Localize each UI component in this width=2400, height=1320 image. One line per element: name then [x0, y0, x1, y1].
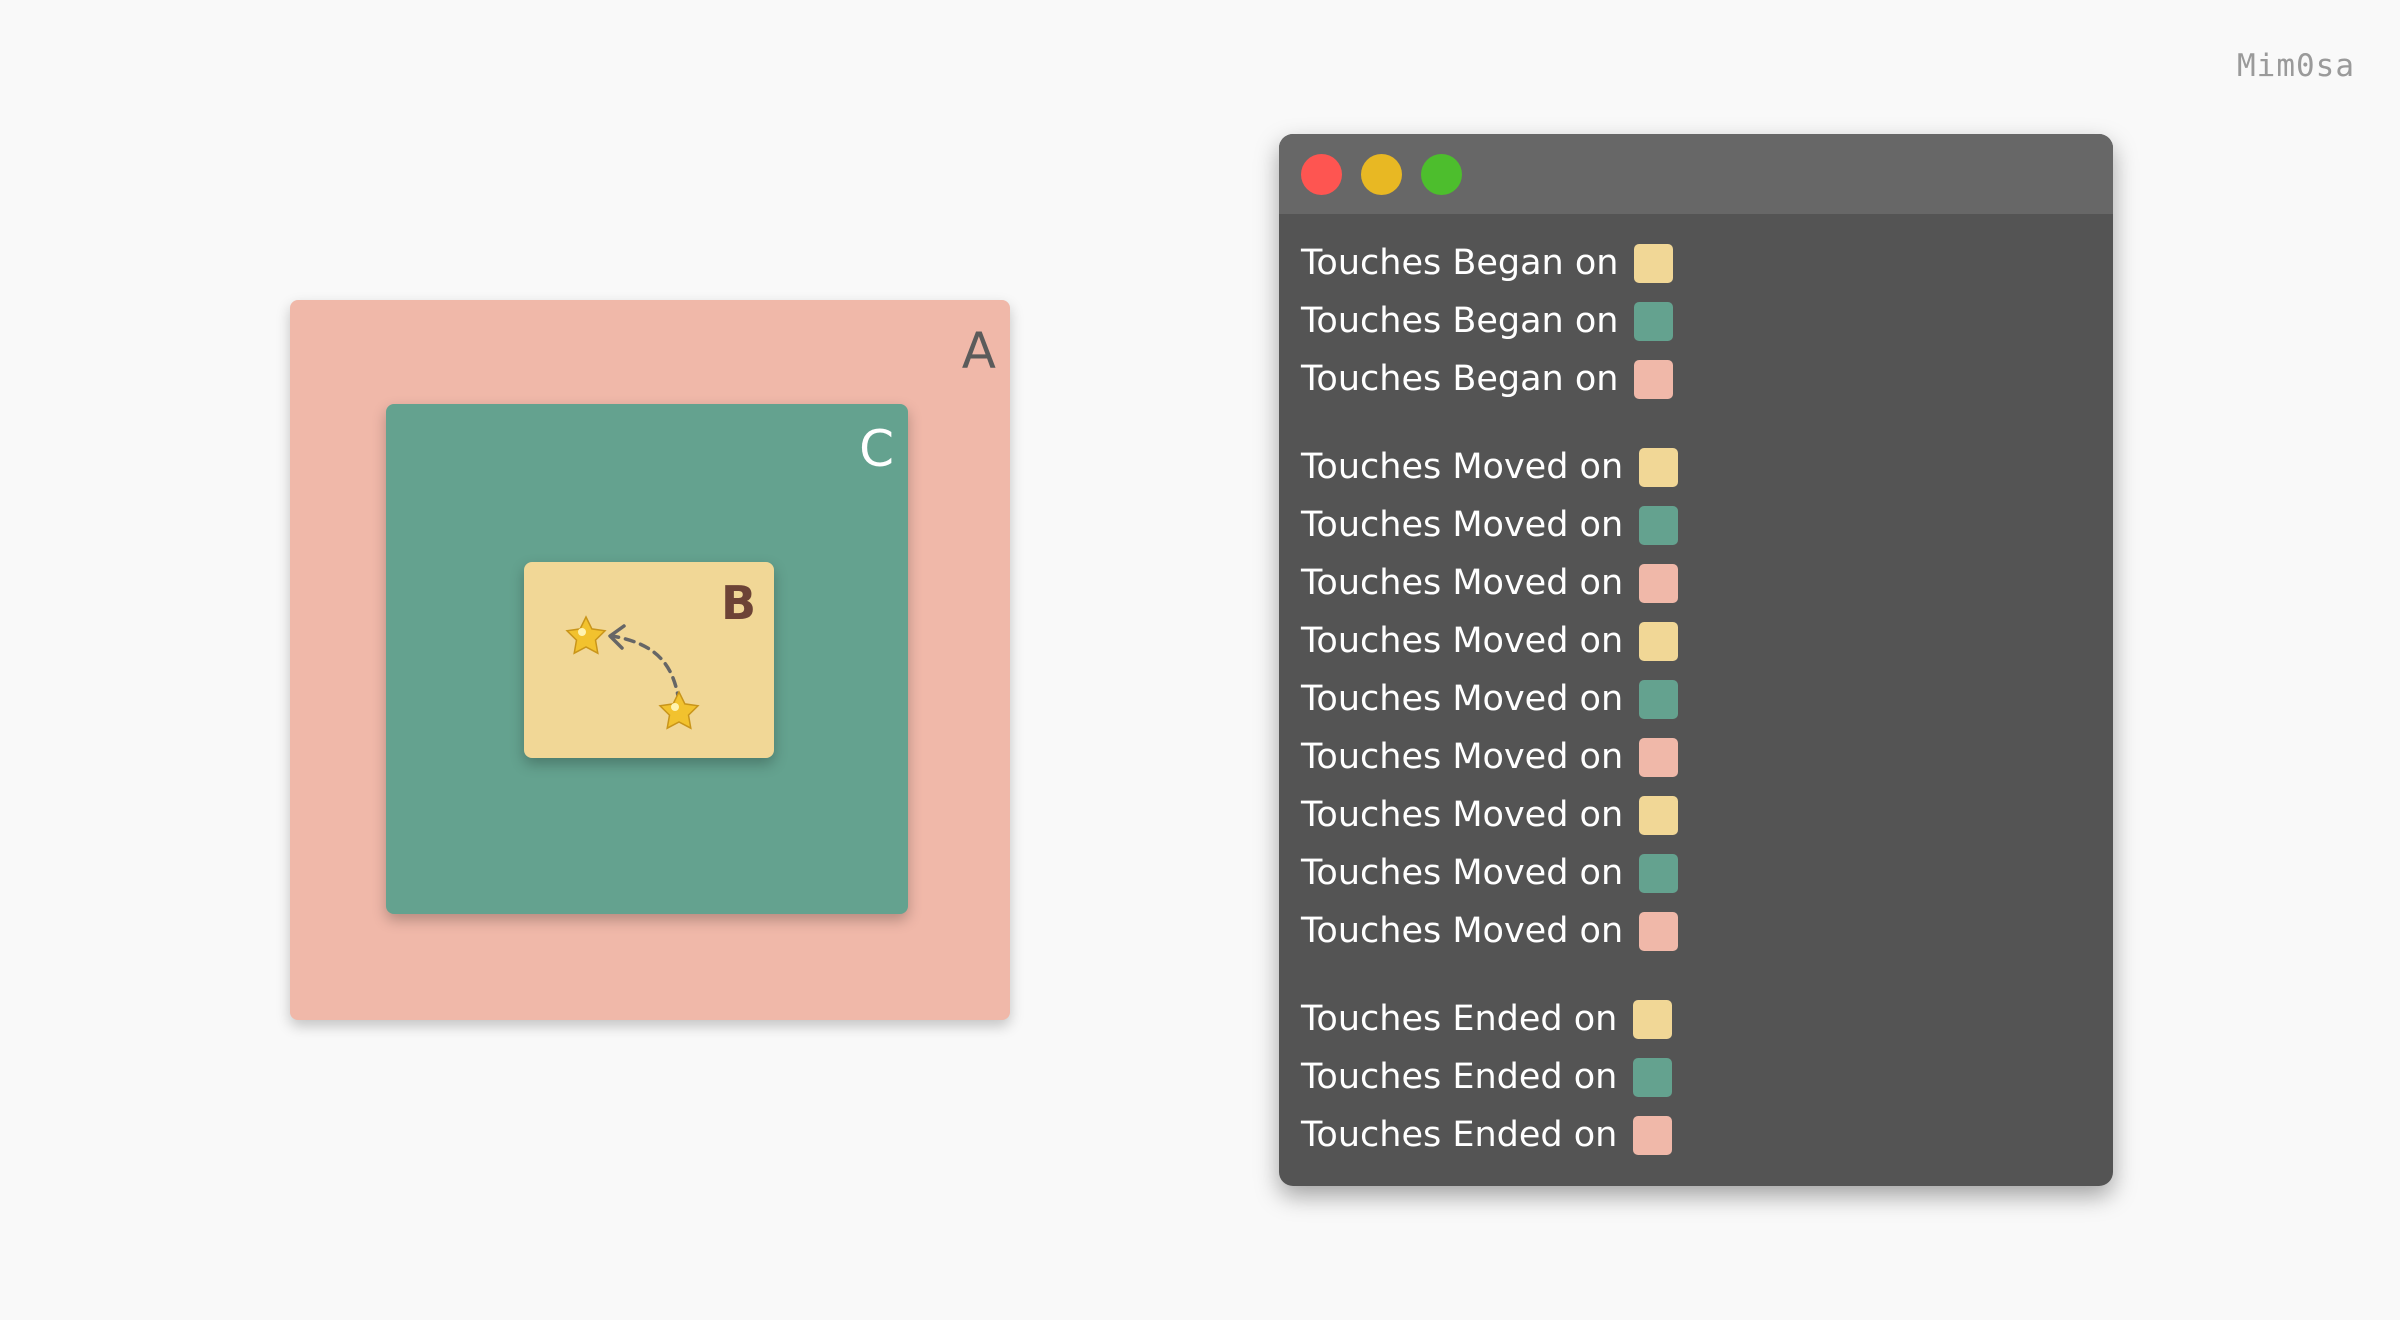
star-start-icon: [565, 615, 607, 655]
log-group-began: Touches Began on Touches Began on Touches …: [1301, 234, 2091, 408]
view-a[interactable]: A C B: [290, 300, 1010, 1020]
log-entry: Touches Moved on: [1301, 438, 2091, 496]
log-entry-text: Touches Moved on: [1301, 853, 1624, 893]
view-c-label: C: [859, 420, 894, 478]
log-group-moved: Touches Moved on Touches Moved on Touches …: [1301, 438, 2091, 960]
view-color-swatch-view-c: [1639, 853, 1679, 893]
log-entry-text: Touches Ended on: [1301, 999, 1618, 1039]
log-entry: Touches Moved on: [1301, 786, 2091, 844]
view-color-swatch-view-b: [1634, 243, 1674, 283]
view-color-swatch-view-b: [1639, 795, 1679, 835]
log-entry-text: Touches Began on: [1301, 243, 1619, 283]
log-entry-text: Touches Began on: [1301, 359, 1619, 399]
touch-gesture: [565, 615, 700, 730]
view-a-label: A: [961, 322, 996, 380]
view-color-swatch-view-a: [1639, 911, 1679, 951]
log-entry: Touches Moved on: [1301, 728, 2091, 786]
zoom-button[interactable]: [1421, 153, 1462, 195]
watermark: Mim0sa: [2237, 48, 2355, 84]
log-entry: Touches Began on: [1301, 234, 2091, 292]
log-entry: Touches Moved on: [1301, 612, 2091, 670]
close-button[interactable]: [1301, 153, 1342, 195]
log-entry: Touches Moved on: [1301, 902, 2091, 960]
view-b[interactable]: B: [524, 562, 774, 758]
log-entry: Touches Ended on: [1301, 1048, 2091, 1106]
log-entry-text: Touches Moved on: [1301, 795, 1624, 835]
gesture-arrowhead-icon: [608, 624, 626, 650]
log-entry: Touches Moved on: [1301, 844, 2091, 902]
log-entry: Touches Ended on: [1301, 990, 2091, 1048]
log-entry-text: Touches Ended on: [1301, 1057, 1618, 1097]
minimize-button[interactable]: [1361, 153, 1402, 195]
log-entry-text: Touches Moved on: [1301, 621, 1624, 661]
view-color-swatch-view-b: [1633, 999, 1673, 1039]
window-titlebar[interactable]: [1279, 134, 2113, 214]
log-entry: Touches Ended on: [1301, 1106, 2091, 1164]
event-log-window: Touches Began on Touches Began on Touches …: [1279, 134, 2113, 1186]
log-entry: Touches Moved on: [1301, 670, 2091, 728]
log-group-ended: Touches Ended on Touches Ended on Touches …: [1301, 990, 2091, 1164]
log-entry: Touches Moved on: [1301, 496, 2091, 554]
view-color-swatch-view-a: [1639, 563, 1679, 603]
log-entry-text: Touches Began on: [1301, 301, 1619, 341]
view-color-swatch-view-a: [1639, 737, 1679, 777]
view-color-swatch-view-c: [1633, 1057, 1673, 1097]
view-color-swatch-view-a: [1634, 359, 1674, 399]
view-color-swatch-view-c: [1639, 679, 1679, 719]
gesture-path-icon: [610, 634, 681, 704]
log-entry: Touches Moved on: [1301, 554, 2091, 612]
view-color-swatch-view-c: [1639, 505, 1679, 545]
view-color-swatch-view-b: [1639, 447, 1679, 487]
view-c[interactable]: C B: [386, 404, 908, 914]
log-entry-text: Touches Moved on: [1301, 911, 1624, 951]
view-b-label: B: [720, 576, 756, 630]
log-entry-text: Touches Moved on: [1301, 679, 1624, 719]
log-entry: Touches Began on: [1301, 292, 2091, 350]
view-color-swatch-view-c: [1634, 301, 1674, 341]
log-entry-text: Touches Moved on: [1301, 737, 1624, 777]
view-color-swatch-view-a: [1633, 1115, 1673, 1155]
log-entry-text: Touches Moved on: [1301, 447, 1624, 487]
log-entry-text: Touches Ended on: [1301, 1115, 1618, 1155]
view-color-swatch-view-b: [1639, 621, 1679, 661]
log-entry-text: Touches Moved on: [1301, 505, 1624, 545]
star-end-icon: [658, 690, 700, 730]
log-entry: Touches Began on: [1301, 350, 2091, 408]
log-entry-text: Touches Moved on: [1301, 563, 1624, 603]
event-log: Touches Began on Touches Began on Touches …: [1279, 214, 2113, 1164]
